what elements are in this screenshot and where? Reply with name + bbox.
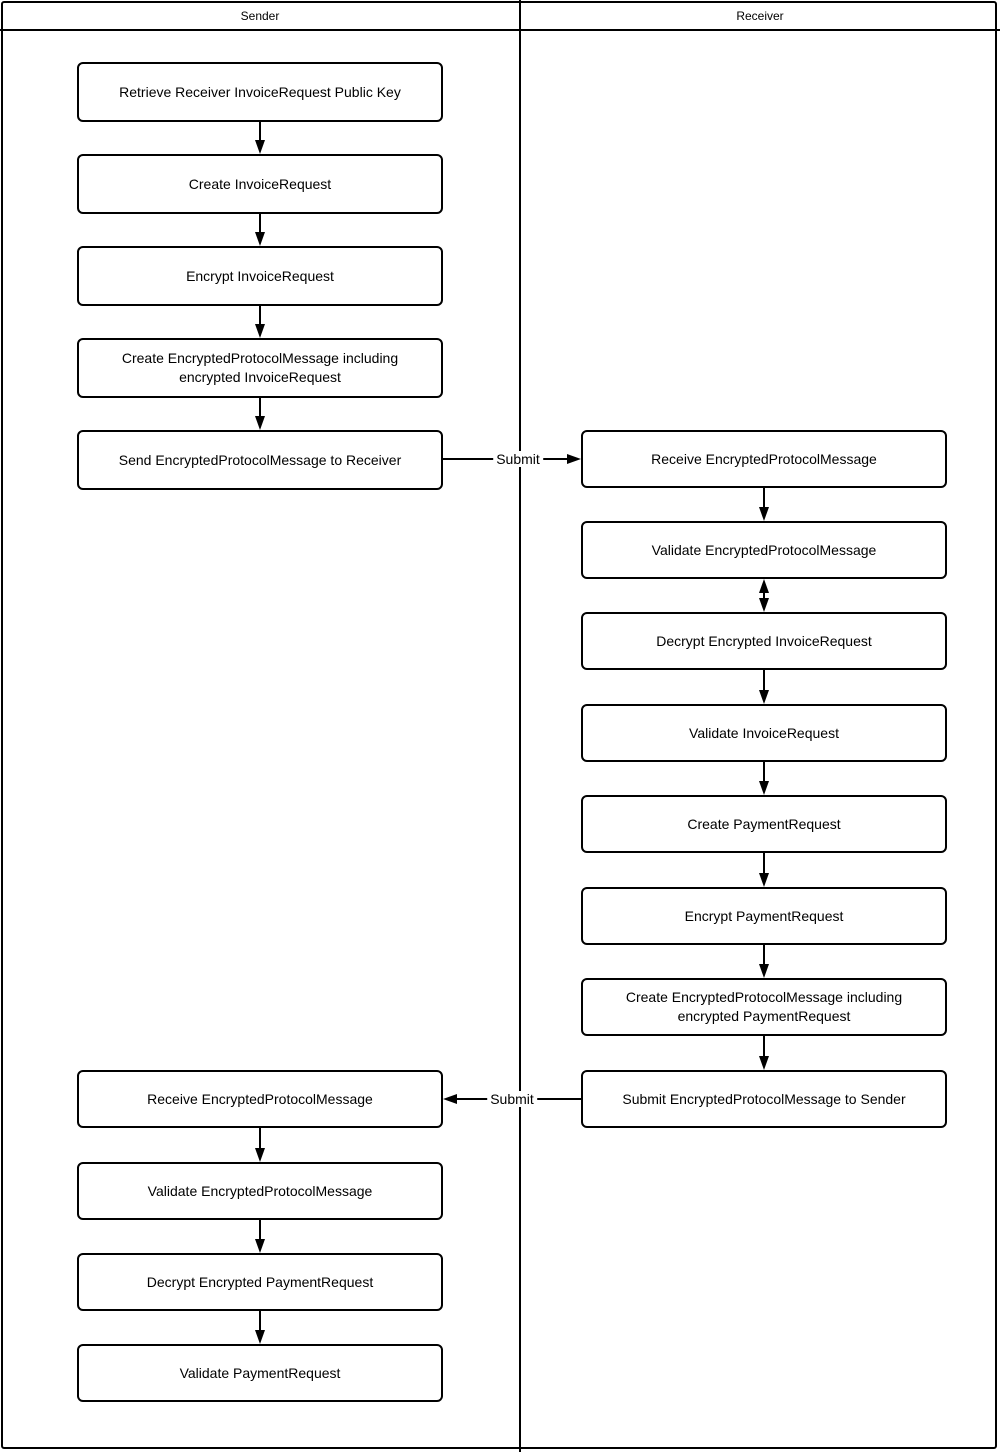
edge-label-submit-to-sender: Submit [487,1091,537,1107]
arrow-receiver-decrypt-to-validateir [759,670,769,704]
node-receiver-receive-encryptedprotocolmessage: Receive EncryptedProtocolMessage [581,430,947,488]
arrow-receiver-encryptpr-to-createepm [759,945,769,978]
node-receiver-encrypt-paymentrequest: Encrypt PaymentRequest [581,887,947,945]
arrow-sender-retrieve-to-create [255,122,265,154]
node-sender-encrypt-invoicerequest: Encrypt InvoiceRequest [77,246,443,306]
arrow-receiver-createepm-to-submit [759,1036,769,1070]
lane-divider [519,0,521,1452]
node-sender-create-encryptedprotocolmessage: Create EncryptedProtocolMessage includin… [77,338,443,398]
node-sender-retrieve-public-key: Retrieve Receiver InvoiceRequest Public … [77,62,443,122]
arrow-sender-create-to-encrypt [255,214,265,246]
arrow-sender-encrypt-to-createepm [255,306,265,338]
arrow-receiver-validate-decrypt-bidirectional [759,579,769,612]
arrow-receiver-createpr-to-encryptpr [759,853,769,887]
node-sender-create-invoicerequest: Create InvoiceRequest [77,154,443,214]
node-sender-validate-encryptedprotocolmessage: Validate EncryptedProtocolMessage [77,1162,443,1220]
node-sender-receive-encryptedprotocolmessage: Receive EncryptedProtocolMessage [77,1070,443,1128]
lane-header-receiver: Receiver [736,9,784,23]
edge-label-submit-to-receiver: Submit [493,451,543,467]
node-sender-validate-paymentrequest: Validate PaymentRequest [77,1344,443,1402]
node-receiver-validate-encryptedprotocolmessage: Validate EncryptedProtocolMessage [581,521,947,579]
node-receiver-validate-invoicerequest: Validate InvoiceRequest [581,704,947,762]
arrow-receiver-receive-to-validate [759,488,769,521]
node-sender-decrypt-paymentrequest: Decrypt Encrypted PaymentRequest [77,1253,443,1311]
node-sender-send-encryptedprotocolmessage: Send EncryptedProtocolMessage to Receive… [77,430,443,490]
arrow-sender-createepm-to-send [255,398,265,430]
node-receiver-create-encryptedprotocolmessage: Create EncryptedProtocolMessage includin… [581,978,947,1036]
node-receiver-decrypt-invoicerequest: Decrypt Encrypted InvoiceRequest [581,612,947,670]
arrow-sender-receive-to-validate [255,1128,265,1162]
node-receiver-create-paymentrequest: Create PaymentRequest [581,795,947,853]
lane-header-sender: Sender [240,9,280,23]
arrow-sender-validate-to-decrypt [255,1220,265,1253]
lane-header-separator [0,29,1000,31]
arrow-receiver-validateir-to-createpr [759,762,769,795]
arrow-sender-decrypt-to-validatepr [255,1311,265,1344]
node-receiver-submit-encryptedprotocolmessage: Submit EncryptedProtocolMessage to Sende… [581,1070,947,1128]
